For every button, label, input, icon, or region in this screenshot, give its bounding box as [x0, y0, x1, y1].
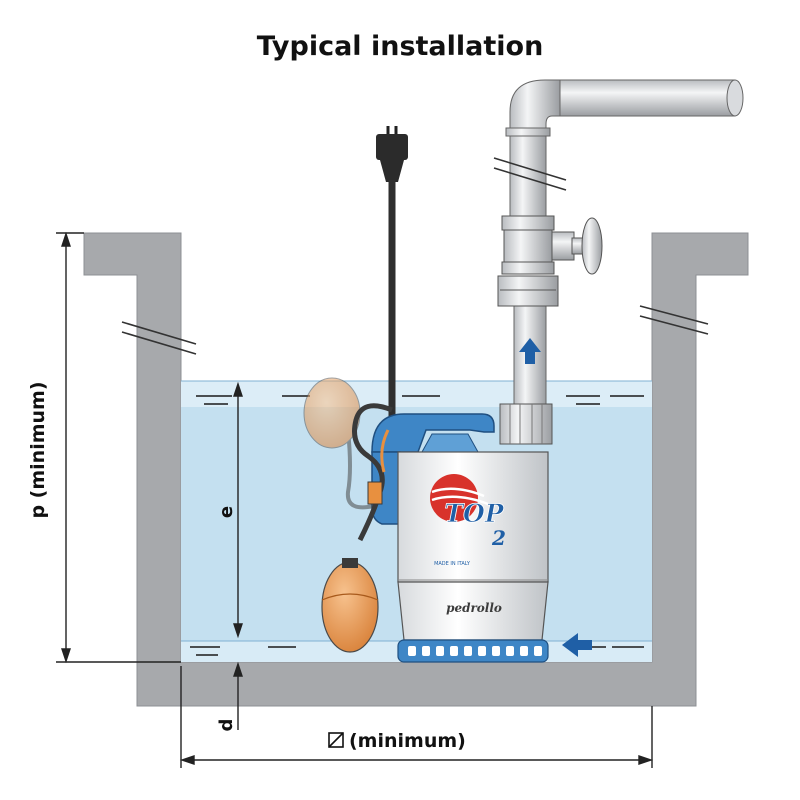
pump-brand: TOP: [444, 499, 504, 528]
flow-arrow-up: [519, 338, 541, 364]
diagram-title: Typical installation: [257, 31, 544, 62]
pump-logo: TOP 2 MADE IN ITALY: [430, 474, 506, 567]
left-wall: [83, 232, 182, 663]
p-minimum-label: p (minimum): [27, 381, 49, 518]
pump-maker: pedrollo: [446, 601, 502, 615]
gate-valve: [497, 215, 603, 307]
d-label: d: [216, 719, 237, 732]
submersible-pump: TOP 2 MADE IN ITALY pedrollo: [371, 413, 549, 663]
pipe-break-marks: [493, 157, 567, 191]
pipe-coupling: [499, 403, 553, 445]
inlet-arrow: [562, 633, 592, 657]
square-symbol: [328, 732, 344, 748]
wall-break-marks: [121, 305, 709, 355]
pump-model-number: 2: [491, 526, 506, 550]
made-in-label: MADE IN ITALY: [434, 561, 471, 567]
e-label: e: [216, 506, 237, 518]
power-plug: [376, 126, 408, 182]
pump-handle: [371, 413, 495, 453]
dimension-lines: [56, 231, 654, 768]
float-switch: [303, 377, 393, 653]
width-minimum-label: (minimum): [349, 730, 466, 752]
float-ball: [321, 561, 379, 653]
